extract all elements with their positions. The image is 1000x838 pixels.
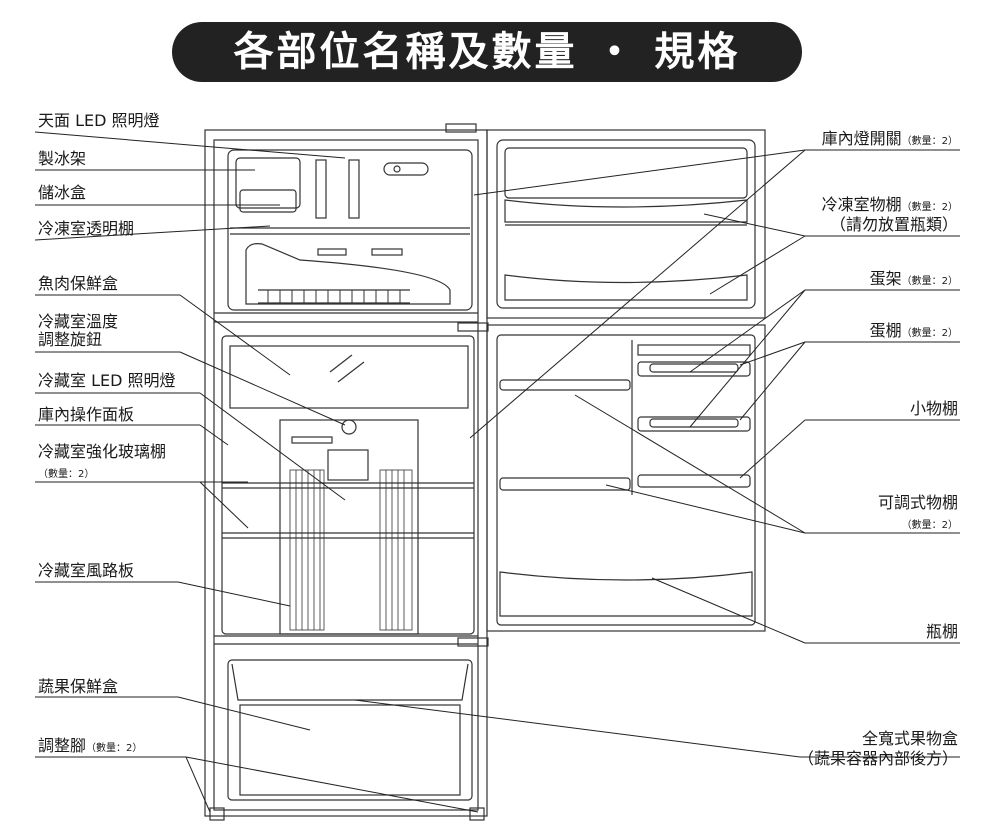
fridge-compartment [221, 335, 475, 635]
label-egg-rack-qty: （數量：2） [901, 276, 958, 287]
label-adjustable-shelf-qty: （數量：2） [901, 520, 958, 531]
label-freezer-door-shelf-text: 冷凍室物棚 [821, 195, 902, 214]
label-meat-fish-box: 魚肉保鮮盒 [38, 274, 119, 293]
label-freezer-door-shelf: 冷凍室物棚（數量：2） [822, 196, 958, 217]
label-adjustable-shelf: 可調式物棚 [877, 493, 958, 512]
label-temp-knob: 冷藏室溫度 調整旋鈕 [38, 312, 119, 349]
label-adjust-foot: 調整腳（數量：2） [38, 737, 142, 758]
leader-lines-left [34, 131, 479, 813]
fridge-door [457, 322, 766, 647]
label-fruit-box: 全寬式果物盒 [861, 729, 958, 748]
label-adjust-foot-qty: （數量：2） [86, 743, 143, 754]
label-air-duct: 冷藏室風路板 [38, 561, 135, 580]
label-fridge-led: 冷藏室 LED 照明燈 [38, 371, 176, 390]
page-title: 各部位名稱及數量 ・ 規格 [172, 22, 802, 82]
label-glass-shelf: 冷藏室強化玻璃棚 [38, 442, 167, 461]
label-freezer-door-shelf-note: （請勿放置瓶類） [829, 215, 958, 234]
label-freezer-door-shelf-qty: （數量：2） [901, 202, 958, 213]
label-veg-box: 蔬果保鮮盒 [38, 677, 119, 696]
label-door-switch-qty: （數量：2） [901, 136, 958, 147]
label-egg-rack: 蛋架（數量：2） [870, 270, 958, 291]
label-egg-shelf-qty: （數量：2） [901, 328, 958, 339]
freezer-compartment [227, 149, 473, 311]
label-glass-shelf-qty: （數量：2） [38, 469, 95, 480]
label-egg-shelf-text: 蛋棚 [869, 321, 902, 340]
label-ice-box: 儲冰盒 [38, 183, 87, 202]
vegetable-drawer [209, 659, 485, 821]
label-control-panel: 庫內操作面板 [38, 405, 135, 424]
label-ice-maker: 製冰架 [38, 149, 87, 168]
label-egg-rack-text: 蛋架 [869, 269, 902, 288]
label-door-switch: 庫內燈開關（數量：2） [822, 130, 958, 151]
freezer-door [486, 129, 766, 319]
label-door-switch-text: 庫內燈開關 [821, 129, 902, 148]
label-fruit-box-note: （蔬果容器內部後方） [797, 749, 958, 768]
label-adjust-foot-text: 調整腳 [38, 736, 87, 755]
label-egg-shelf: 蛋棚（數量：2） [870, 322, 958, 343]
label-freezer-clear-shelf: 冷凍室透明棚 [38, 219, 135, 238]
label-bottle-shelf: 瓶棚 [925, 622, 958, 641]
leader-lines-right [354, 149, 960, 758]
label-ceiling-led: 天面 LED 照明燈 [38, 111, 160, 130]
label-small-shelf: 小物棚 [909, 399, 958, 418]
